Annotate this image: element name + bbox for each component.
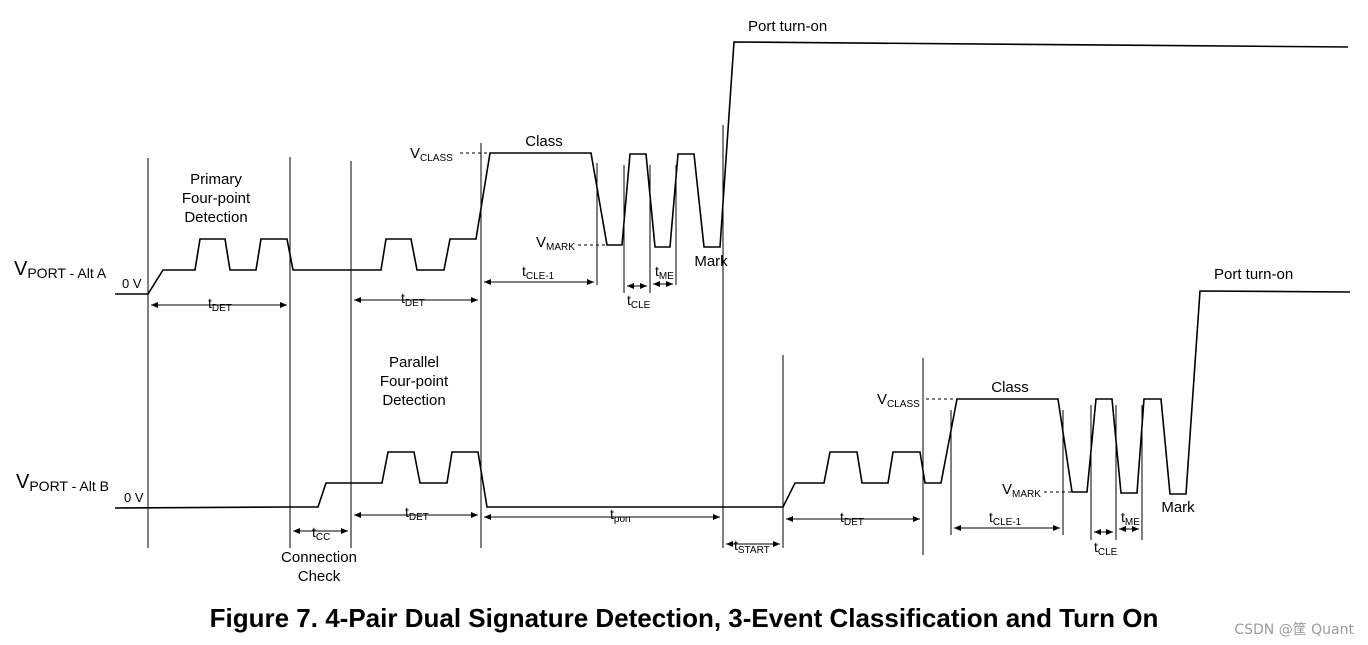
- alt-a-waveform: [115, 41, 1349, 295]
- alt-b-signal-label: VPORT - Alt B: [16, 471, 109, 494]
- alt-b-tme: tME: [1121, 509, 1140, 528]
- alt-a-tdet-2: tDET: [401, 290, 425, 309]
- alt-b-ref-lines: [926, 398, 1072, 493]
- timing-diagram: VPORT - Alt A 0 V Primary Four-point Det…: [14, 18, 1351, 585]
- svg-text:Parallel: Parallel: [389, 354, 439, 371]
- connection-check-label: Connection Check: [281, 549, 357, 585]
- alt-a-tme: tME: [655, 263, 674, 282]
- alt-b-tcle: tCLE: [1094, 539, 1118, 558]
- alt-a-timing-arrows: [151, 279, 673, 308]
- svg-text:Detection: Detection: [382, 392, 445, 409]
- alt-b-class-label: Class: [991, 379, 1029, 396]
- svg-text:Primary: Primary: [190, 171, 242, 188]
- figure-caption: Figure 7. 4-Pair Dual Signature Detectio…: [209, 603, 1159, 633]
- alt-a-turn-on-label: Port turn-on: [748, 18, 827, 35]
- alt-a-vclass-label: VCLASS: [410, 145, 453, 164]
- alt-a-guides: [147, 125, 724, 548]
- alt-b-zero-label: 0 V: [124, 490, 144, 505]
- alt-a-tcle: tCLE: [627, 292, 651, 311]
- parallel-detection-label: Parallel Four-point Detection: [380, 354, 449, 409]
- alt-b-waveform: [114, 290, 1351, 509]
- alt-b-mark-label: Mark: [1161, 499, 1195, 516]
- svg-text:Four-point: Four-point: [182, 190, 251, 207]
- alt-a-mark-label: Mark: [694, 253, 728, 270]
- svg-text:Check: Check: [298, 568, 341, 585]
- primary-detection-label: Primary Four-point Detection: [182, 171, 251, 226]
- alt-a-class-label: Class: [525, 133, 563, 150]
- alt-a-zero-label: 0 V: [122, 276, 142, 291]
- alt-b-turn-on-label: Port turn-on: [1214, 266, 1293, 283]
- alt-a-tcle1: tCLE-1: [522, 263, 555, 282]
- alt-a-vmark-label: VMARK: [536, 234, 575, 253]
- alt-b-vmark-label: VMARK: [1002, 481, 1041, 500]
- alt-b-tstart: tSTART: [734, 537, 770, 556]
- watermark: CSDN @筐 Quant: [1234, 622, 1354, 638]
- alt-b-tdet-1: tDET: [405, 504, 429, 523]
- alt-a-tdet-1: tDET: [208, 295, 232, 314]
- svg-text:Detection: Detection: [184, 209, 247, 226]
- alt-b-guides: [782, 355, 1143, 555]
- alt-b-tdet-2: tDET: [840, 509, 864, 528]
- svg-text:Connection: Connection: [281, 549, 357, 566]
- svg-text:Four-point: Four-point: [380, 373, 449, 390]
- alt-b-tpon: tpon: [610, 506, 631, 525]
- alt-b-tcle1: tCLE-1: [989, 509, 1022, 528]
- alt-b-vclass-label: VCLASS: [877, 391, 920, 410]
- alt-a-ref-lines: [460, 152, 607, 246]
- alt-b-tcc: tCC: [312, 524, 330, 543]
- alt-a-signal-label: VPORT - Alt A: [14, 258, 107, 281]
- alt-b-timing-arrows: [293, 512, 1139, 547]
